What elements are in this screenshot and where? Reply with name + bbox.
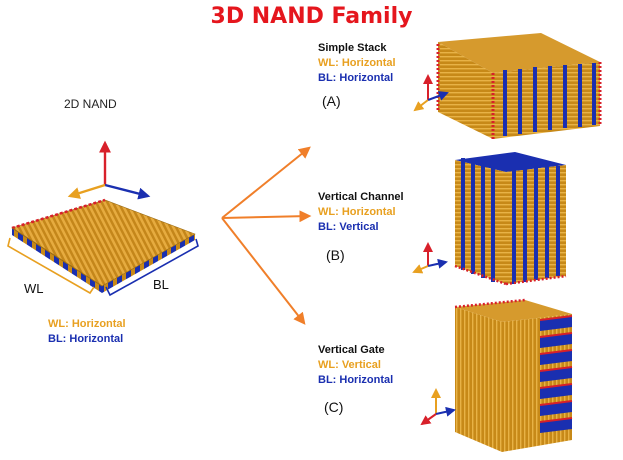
label-a-wl-orientation: WL: Horizontal [318,57,396,69]
axis-triad-b [412,242,448,274]
axis-triad-a [413,74,449,112]
bl-bracket [105,238,199,297]
tag-a: (A) [322,93,341,109]
vertical-channel-block [454,152,567,286]
label-vertical-channel: Vertical Channel [318,191,404,203]
label-simple-stack: Simple Stack [318,42,387,54]
vertical-gate-block [454,298,573,452]
tag-b: (B) [326,247,345,263]
nand-2d-plane [11,198,196,293]
fanout-arrows [221,146,312,325]
label-c-wl-orientation: WL: Vertical [318,359,381,371]
wl-bracket [7,237,95,295]
label-2d-wl-orientation: WL: Horizontal [48,318,126,330]
tag-c: (C) [324,399,344,415]
label-b-wl-orientation: WL: Horizontal [318,206,396,218]
label-c-bl-orientation: BL: Horizontal [318,374,394,386]
label-2d-nand: 2D NAND [64,97,117,111]
label-b-bl-orientation: BL: Vertical [318,221,379,233]
label-a-bl-orientation: BL: Horizontal [318,72,394,84]
label-vertical-gate: Vertical Gate [318,344,385,356]
label-bl-dimension: BL [153,277,169,292]
label-2d-bl-orientation: BL: Horizontal [48,333,124,345]
simple-stack-block [436,33,602,139]
axis-triad-c [420,388,456,426]
label-wl-dimension: WL [24,281,44,296]
diagram-title: 3D NAND Family [210,4,413,29]
axis-triad-2d [67,140,151,200]
